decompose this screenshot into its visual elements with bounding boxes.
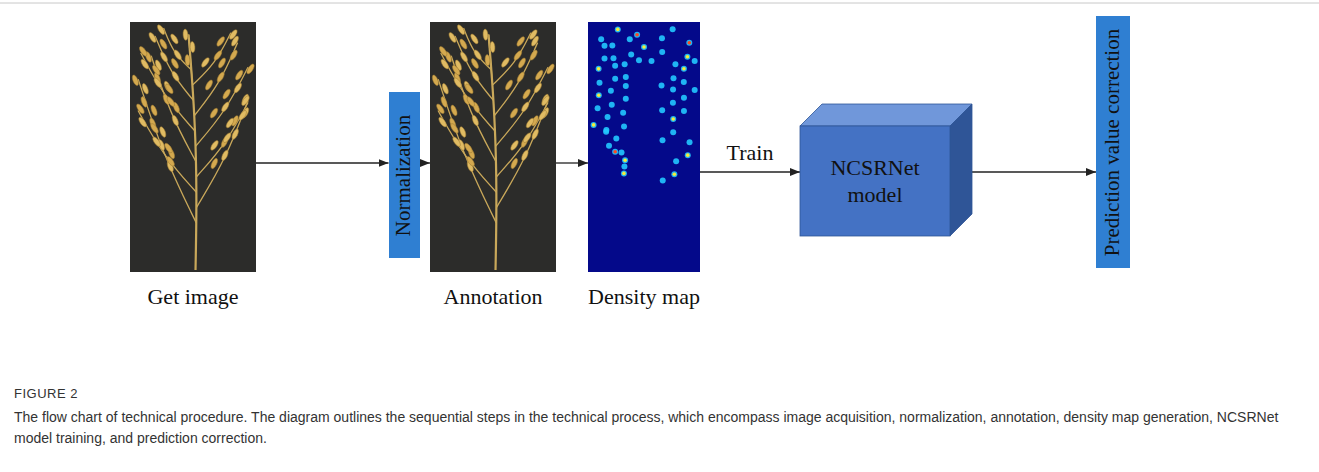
- panicle-picture: [430, 22, 556, 272]
- top-rule: [0, 3, 1319, 4]
- edge-label: Train: [725, 140, 776, 166]
- panel-caption: Get image: [147, 284, 238, 310]
- flow-arrow: [700, 171, 800, 172]
- panicle-picture: [130, 22, 256, 272]
- model-cuboid: NCSRNet model: [800, 104, 972, 236]
- figure-number: FIGURE 2: [14, 386, 78, 401]
- flow-arrow: [556, 162, 588, 163]
- density-map: Density map: [588, 22, 700, 272]
- panel-caption: Annotation: [444, 284, 543, 310]
- figure-caption: The flow chart of technical procedure. T…: [14, 407, 1304, 449]
- flow-arrow: [256, 162, 389, 163]
- panel-caption: Density map: [588, 284, 700, 310]
- flow-arrow: [420, 162, 431, 163]
- bar-label: Normalization: [392, 114, 417, 235]
- density-picture: [588, 22, 700, 272]
- flow-arrow: [972, 171, 1096, 172]
- process-bar: Prediction value correction: [1096, 16, 1130, 268]
- panicle-photo: Annotation: [430, 22, 556, 272]
- process-bar: Normalization: [389, 92, 420, 258]
- panicle-photo: Get image: [130, 22, 256, 272]
- model-label: NCSRNet model: [816, 154, 934, 209]
- bar-label: Prediction value correction: [1101, 28, 1126, 255]
